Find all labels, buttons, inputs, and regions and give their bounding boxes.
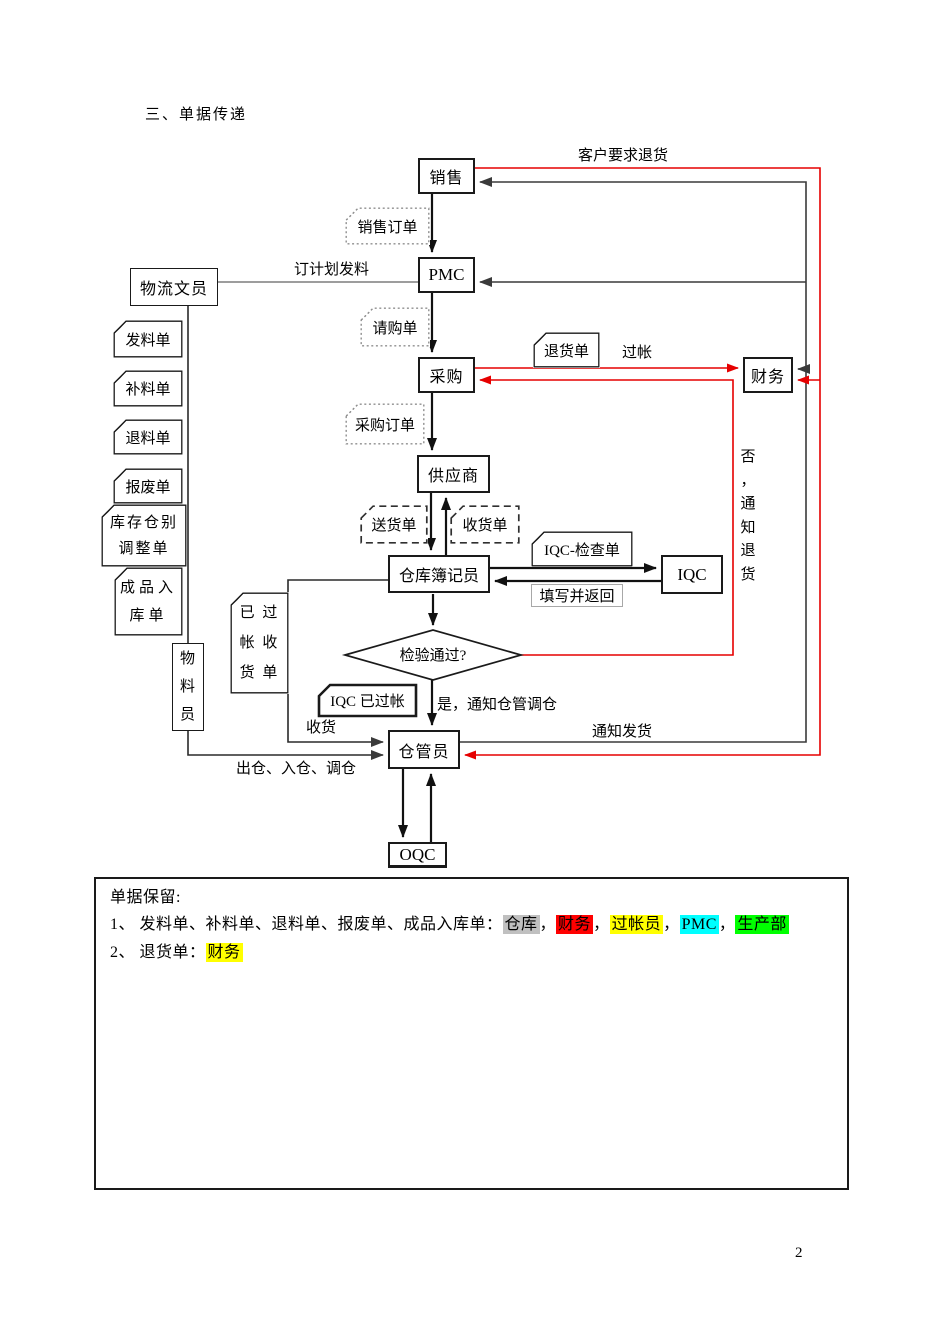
doc-posted-receiving-note: 已 过 帐 收 货 单 xyxy=(230,592,289,694)
doc-iqc-check-note: IQC-检查单 xyxy=(531,531,633,567)
fill-and-return-box: 填写并返回 xyxy=(531,584,623,607)
node-purchasing: 采购 xyxy=(418,357,475,393)
tag-sep: ， xyxy=(718,916,736,933)
doc-receiving-note: 收货单 xyxy=(450,505,520,544)
tag-warehouse: 仓库 xyxy=(502,915,540,934)
label-yes-notify-keeper: 是，通知仓管调仓 xyxy=(437,697,558,713)
label-in-out-transfer: 出仓、入仓、调仓 xyxy=(236,761,357,777)
tag-posting-clerk: 过帐员 xyxy=(609,915,664,934)
node-logistics-clerk: 物流文员 xyxy=(130,268,218,306)
retention-heading: 单据保留: xyxy=(110,889,181,906)
retention-item-1-prefix: 1、 发料单、补料单、退料单、报废单、成品入库单： xyxy=(110,916,503,933)
tag-sep: ， xyxy=(539,916,557,933)
page-number: 2 xyxy=(795,1245,803,1261)
node-oqc: OQC xyxy=(388,842,447,868)
doc-replenish-note: 补料单 xyxy=(113,370,183,407)
doc-finished-goods-inbound-note: 成品入 库单 xyxy=(114,567,183,636)
label-receive-goods: 收货 xyxy=(306,720,337,736)
tag-finance-2: 财务 xyxy=(205,943,243,962)
retention-item-2: 2、 退货单：财务 xyxy=(110,938,243,962)
node-supplier: 供应商 xyxy=(417,455,490,493)
doc-scrap-note: 报废单 xyxy=(113,468,183,504)
doc-sales-order: 销售订单 xyxy=(345,207,430,245)
tag-sep: ， xyxy=(663,916,680,933)
doc-material-return-note: 退料单 xyxy=(113,419,183,455)
node-warehouse-bookkeeper: 仓库簿记员 xyxy=(388,555,490,593)
retention-item-1: 1、 发料单、补料单、退料单、报废单、成品入库单：仓库，财务，过帐员，PMC，生… xyxy=(110,910,789,934)
doc-stock-adjustment-note: 库存仓别 调整单 xyxy=(101,504,187,567)
node-material-clerk: 物 料 员 xyxy=(172,643,204,731)
label-posting: 过帐 xyxy=(622,345,653,361)
doc-purchase-requisition: 请购单 xyxy=(360,307,430,347)
label-no-notify-return: 否 ， 通 知 退 货 xyxy=(740,449,756,583)
doc-purchase-order: 采购订单 xyxy=(345,403,425,445)
tag-sep: ， xyxy=(593,916,610,933)
retention-item-2-prefix: 2、 退货单： xyxy=(110,944,206,961)
node-warehouse-keeper: 仓管员 xyxy=(388,730,460,769)
red-paths xyxy=(464,167,821,760)
doc-delivery-note: 送货单 xyxy=(360,505,428,544)
tag-production: 生产部 xyxy=(735,915,789,934)
page-title: 三、单据传递 xyxy=(145,107,248,123)
node-iqc: IQC xyxy=(661,555,723,594)
doc-goods-return-note: 退货单 xyxy=(533,332,600,368)
node-pmc: PMC xyxy=(418,257,475,293)
doc-issue-note: 发料单 xyxy=(113,320,183,358)
node-finance: 财务 xyxy=(743,357,793,393)
label-customer-return: 客户要求退货 xyxy=(578,148,669,164)
label-plan-issue: 订计划发料 xyxy=(294,262,370,278)
tag-pmc: PMC xyxy=(679,915,719,934)
retention-box xyxy=(94,877,849,1190)
tag-finance: 财务 xyxy=(556,915,594,934)
label-notify-shipment: 通知发货 xyxy=(592,724,653,740)
node-sales: 销售 xyxy=(418,158,475,194)
doc-iqc-posted-note: IQC 已过帐 xyxy=(317,683,418,718)
decision-label: 检验通过? xyxy=(399,648,467,664)
